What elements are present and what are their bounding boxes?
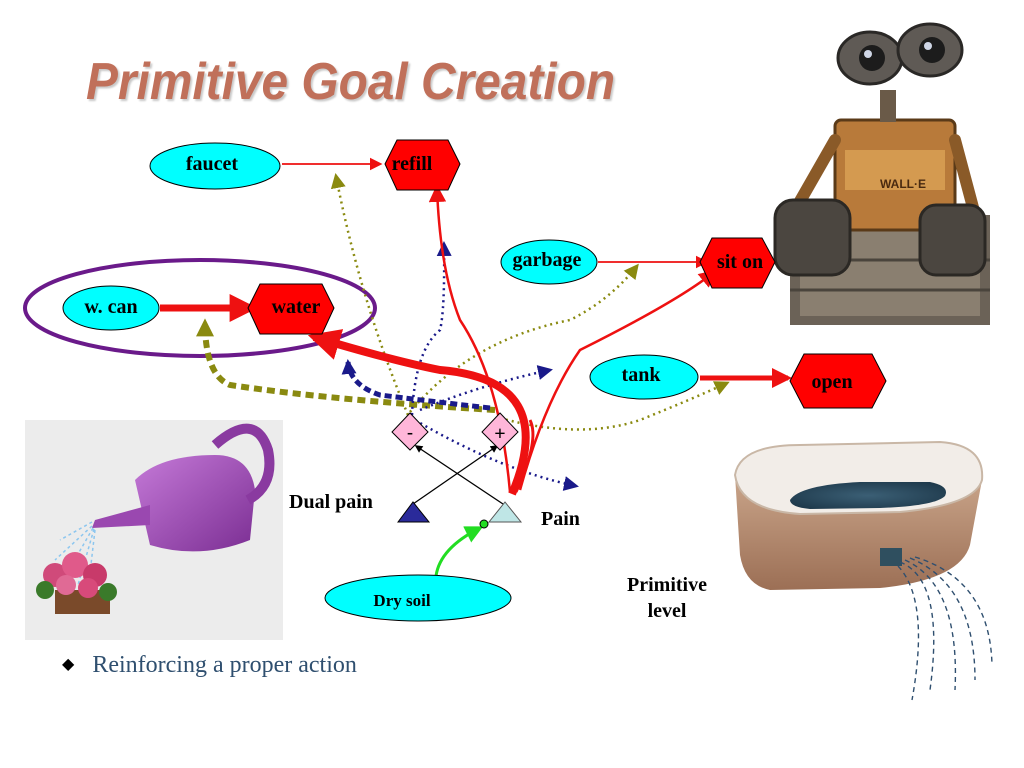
svg-text:w. can: w. can xyxy=(84,296,137,318)
node-sit-on: sit on xyxy=(699,237,776,289)
dual-pain-plus-link xyxy=(412,445,499,505)
primitive-level-label: Primitive level xyxy=(627,574,707,622)
pain-label: Pain xyxy=(541,508,580,530)
svg-text:+: + xyxy=(494,423,505,445)
svg-text:open: open xyxy=(811,371,852,393)
svg-text:-: - xyxy=(407,422,413,442)
bullet-marker-icon: ◆ xyxy=(62,656,75,673)
node-refill: refill xyxy=(384,139,461,191)
slide-title: Primitive Goal Creation xyxy=(86,53,616,111)
pain-loop-line xyxy=(514,419,535,493)
svg-text:garbage: garbage xyxy=(513,249,582,271)
svg-text:faucet: faucet xyxy=(186,153,239,175)
pain-minus-link xyxy=(414,445,504,505)
node-faucet: faucet xyxy=(149,142,281,190)
bullet-item: ◆ Reinforcing a proper action xyxy=(62,652,357,679)
pain-sit-arrow xyxy=(518,269,717,491)
svg-text:water: water xyxy=(272,296,321,318)
navy-dotted-links xyxy=(410,241,579,491)
pain-triangle xyxy=(487,501,523,523)
pain-water-arrow xyxy=(307,329,530,496)
node-plus: + xyxy=(481,412,519,451)
dual-pain-triangle xyxy=(397,501,431,523)
node-minus: - xyxy=(391,412,429,451)
svg-text:tank: tank xyxy=(622,364,662,386)
pain-input-dot xyxy=(479,519,489,529)
node-water: water xyxy=(247,283,335,335)
watering-can-icon xyxy=(25,420,283,640)
svg-text:Dry soil: Dry soil xyxy=(373,591,430,610)
robot-icon: WALL·E xyxy=(773,22,990,325)
dual-pain-label: Dual pain xyxy=(289,491,373,513)
highlight-ring xyxy=(23,258,377,358)
svg-text:sit on: sit on xyxy=(717,251,763,273)
node-w-can: w. can xyxy=(62,285,160,331)
svg-text:WALL·E: WALL·E xyxy=(880,177,926,191)
node-tank: tank xyxy=(589,354,699,400)
node-dry-soil: Dry soil xyxy=(324,574,512,622)
olive-thick-link xyxy=(196,318,496,413)
bullet-text: Reinforcing a proper action xyxy=(92,652,357,678)
node-open: open xyxy=(789,353,887,409)
svg-text:refill: refill xyxy=(392,153,433,175)
navy-thick-link xyxy=(341,359,491,411)
drysoil-pain-arrow xyxy=(434,526,484,577)
node-garbage: garbage xyxy=(500,239,598,285)
tank-icon xyxy=(733,440,993,701)
